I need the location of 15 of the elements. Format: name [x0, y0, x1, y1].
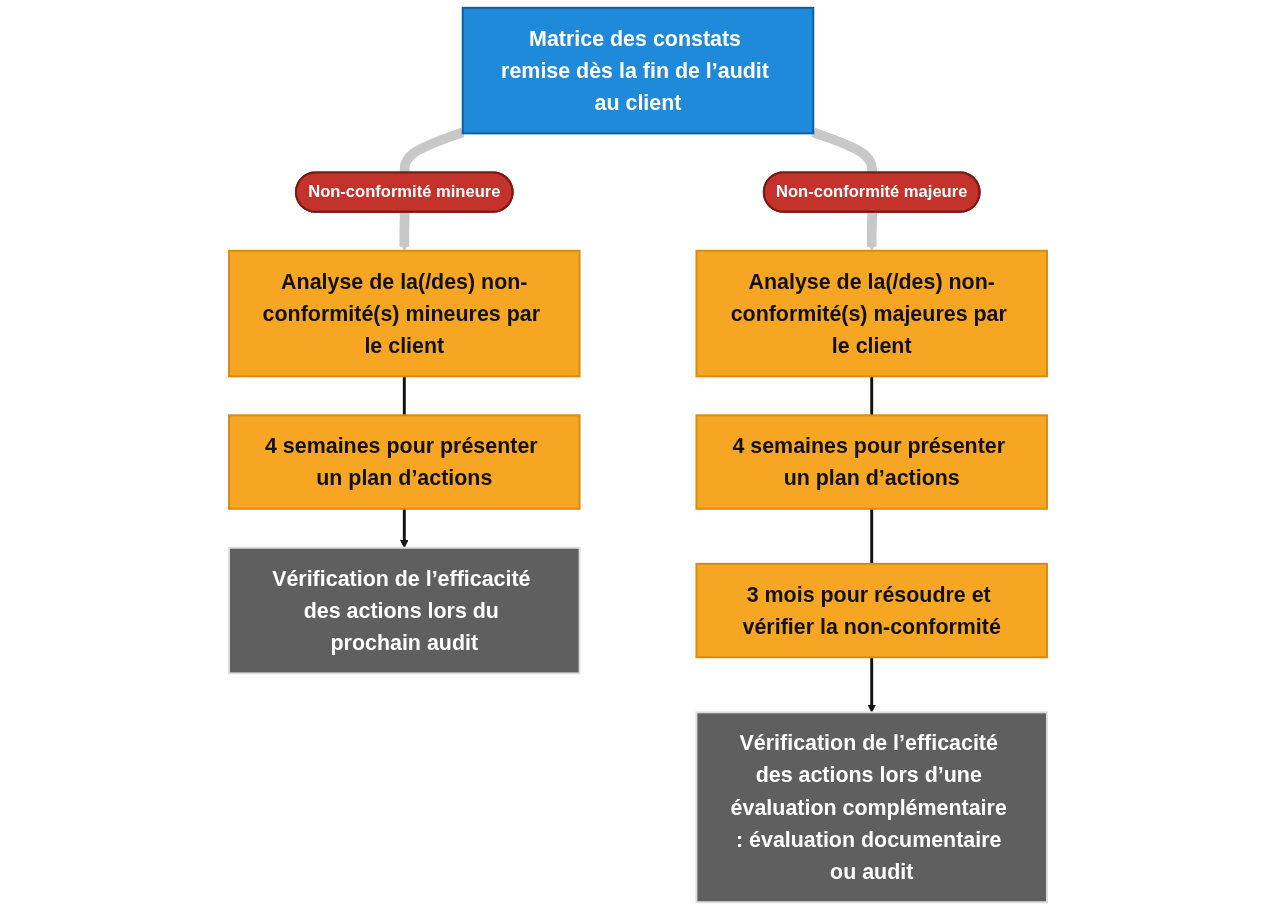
- connector: [870, 508, 874, 564]
- connector: [402, 376, 406, 416]
- node-box: Vérification de l’efficacité des actions lors du prochain audit: [228, 546, 581, 675]
- arrow: [866, 210, 878, 252]
- arrow: [399, 210, 410, 252]
- node-box: Analyse de la(/des) non-conformité(s) majeures par le client: [695, 249, 1048, 378]
- node-box: Analyse de la(/des) non-conformité(s) mineures par le client: [228, 249, 581, 378]
- arrow: [867, 657, 876, 713]
- connector: [870, 376, 874, 416]
- node-box: Matrice des constats remise dès la fin de l’audit au client: [461, 6, 815, 135]
- node-box: 4 semaines pour présenter un plan d’actions: [228, 414, 581, 510]
- arrow: [400, 508, 409, 549]
- node-box: 4 semaines pour présenter un plan d’actions: [695, 414, 1048, 510]
- node-box: Vérification de l’efficacité des actions lors d’une évaluation complémentaire : évaluation documentaire ou audit: [695, 711, 1048, 904]
- node-box: 3 mois pour résoudre et vérifier la non-conformité: [695, 562, 1048, 659]
